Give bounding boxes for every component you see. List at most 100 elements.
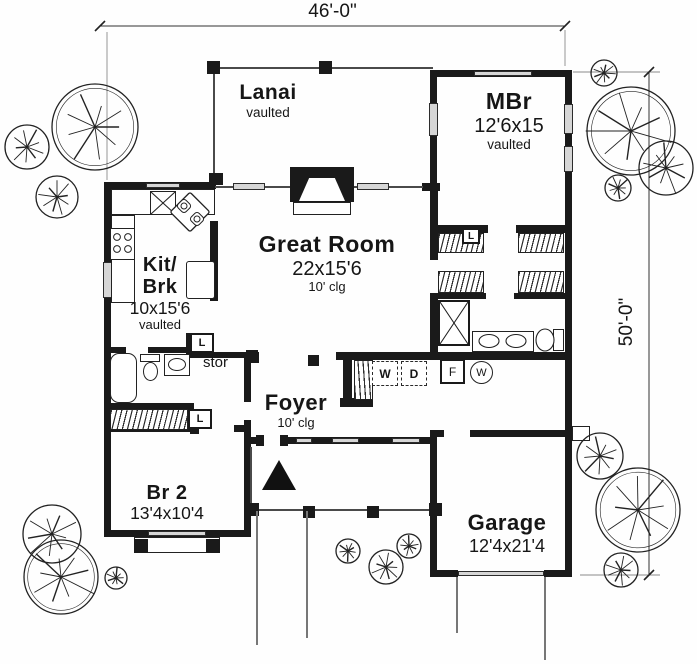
tree-icon [23, 539, 99, 615]
washer-label: W [379, 366, 391, 381]
mbr-closet-3 [438, 271, 484, 293]
toilet1-bowl [143, 362, 158, 381]
room-label-great-room: Great Room 22x15'6 10' clg [238, 231, 416, 295]
mbath-mid-wall-b [514, 293, 572, 299]
tree-icon [595, 467, 681, 553]
bath1-bottom-wall [104, 403, 194, 409]
room-label-br2: Br 2 13'4x10'4 [112, 482, 222, 524]
greatroom-east-wall-b [430, 298, 438, 358]
dryer-label: D [409, 366, 419, 381]
tree-icon [590, 59, 618, 87]
kit-note: vaulted [139, 317, 181, 333]
dim-tick-1 [94, 20, 106, 32]
front-window-3 [392, 438, 420, 443]
room-label-mbr: MBr 12'6x15 vaulted [448, 88, 570, 153]
mbr-bottom-wall-a [430, 225, 488, 233]
kit-name-2: Brk [142, 276, 178, 299]
room-label-lanai: Lanai vaulted [216, 81, 320, 120]
room-label-kit-brk: Kit/ Brk 10x15'6 vaulted [116, 254, 204, 333]
toilet2-bowl [535, 328, 555, 352]
room-label-stor: stor [203, 354, 229, 371]
linen-closet-1: L [190, 333, 214, 353]
column-post-2 [308, 355, 319, 366]
tree-icon [35, 175, 79, 219]
mbr-right-window-2 [564, 146, 573, 172]
mbr-closet-4 [518, 271, 564, 293]
br2-top-wall-b [234, 425, 251, 432]
water-heater-label: W [476, 366, 487, 379]
side-stoop [572, 426, 590, 441]
garage-bottom-wall-b [544, 570, 572, 577]
toilet1-tank [140, 354, 160, 362]
front-door-jamb-b [280, 435, 288, 446]
sill-post-right [206, 539, 220, 553]
greatroom-east-wall-a [430, 185, 438, 260]
garage-size: 12'4x21'4 [469, 535, 545, 556]
porch-post-3 [367, 506, 379, 518]
garage-door [458, 571, 544, 576]
mbr-size: 12'6x15 [474, 114, 544, 137]
great-room-name: Great Room [258, 231, 396, 257]
shower-x [439, 301, 469, 345]
entry-arrow [262, 460, 296, 490]
dim-tick-4 [643, 569, 655, 581]
bath1-top-wall-a [104, 347, 126, 353]
mbath-mid-wall-a [430, 293, 486, 299]
front-wall-b [286, 437, 436, 444]
porch-edge [250, 509, 442, 511]
corner-cooktop [170, 192, 210, 232]
walkway-line-right [306, 511, 308, 638]
lanai-note: vaulted [246, 104, 290, 120]
kitchen-window [146, 183, 180, 188]
mbr-right-window-1 [564, 104, 573, 134]
great-room-note: 10' clg [308, 279, 346, 295]
linen-wall [186, 333, 192, 358]
greatroom-window-1 [233, 183, 265, 190]
linen-label-3: L [467, 230, 475, 242]
bath1-top-wall-b [148, 347, 188, 353]
column-post-1 [248, 352, 259, 363]
linen-label-2: L [196, 413, 204, 425]
vanity2-sink-1 [478, 333, 500, 349]
linen-label-1: L [198, 337, 206, 349]
lanai-post-n [319, 61, 332, 74]
left-exterior-wall [104, 182, 111, 537]
porch-left-edge [250, 447, 252, 510]
foyer-note: 10' clg [277, 414, 315, 430]
fireplace-hearth [293, 202, 351, 215]
mbr-note: vaulted [487, 137, 531, 153]
tree-icon [604, 174, 632, 202]
br2-size: 13'4x10'4 [130, 503, 204, 524]
greatroom-top-line-b [265, 186, 292, 188]
right-exterior-wall [565, 70, 572, 577]
mbr-closet-2 [518, 233, 564, 253]
tree-icon [104, 566, 128, 590]
tree-icon [335, 538, 361, 564]
pantry-left-wall [343, 358, 352, 407]
linen-closet-2: L [188, 409, 212, 429]
walkway-line-left [256, 511, 258, 645]
utility-top-wall [336, 352, 572, 360]
porch-post-4 [429, 503, 442, 516]
lanai-post-nw [207, 61, 220, 74]
great-room-size: 22x15'6 [292, 257, 362, 280]
furnace-label: F [448, 364, 457, 379]
water-heater: W [470, 361, 493, 384]
garage-top-wall-a [430, 430, 444, 437]
range [110, 228, 135, 260]
mbr-lanai-window [429, 103, 438, 136]
hall-closet-shelving [110, 409, 188, 430]
range-burners [113, 233, 132, 253]
bathtub [110, 353, 137, 403]
greatroom-window-2 [357, 183, 389, 190]
mbr-bottom-wall-b [516, 225, 572, 233]
porch-post-1 [246, 503, 259, 516]
front-wall-a [244, 437, 258, 444]
driveway-line-left [456, 577, 458, 633]
kit-size: 10x15'6 [129, 297, 191, 318]
lanai-top-wall-b [330, 67, 433, 69]
mbr-name: MBr [485, 88, 533, 114]
greatroom-top-line-a [215, 186, 235, 188]
garage-name: Garage [467, 510, 547, 535]
